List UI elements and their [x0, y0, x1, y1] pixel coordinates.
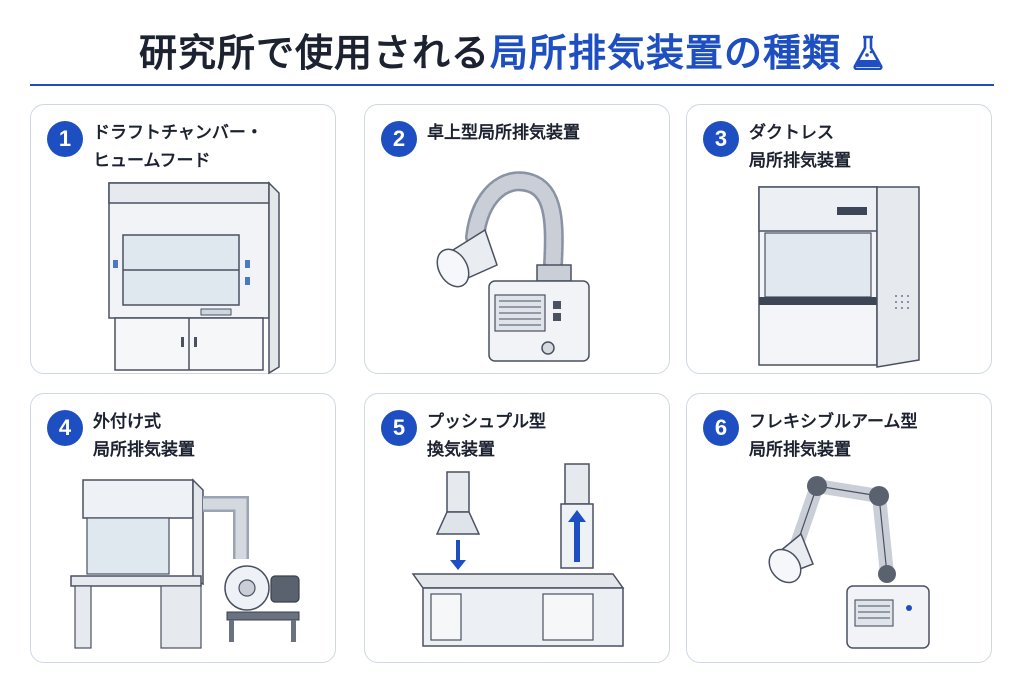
card-number-badge: 5 — [381, 410, 417, 446]
ductless-illustration — [758, 186, 920, 368]
card-label-line1: 卓上型局所排気装置 — [427, 123, 580, 143]
card-number-badge: 6 — [703, 410, 739, 446]
card-label-line2: ヒュームフード — [93, 151, 211, 171]
title-prefix: 研究所で使用される — [138, 31, 490, 75]
card-label-line1: ドラフトチャンバー・ — [93, 123, 263, 143]
card-flexible-arm: 6 フレキシブルアーム型 局所排気装置 — [686, 393, 992, 663]
card-label-line2: 局所排気装置 — [749, 440, 851, 460]
card-ductless: 3 ダクトレス 局所排気装置 — [686, 104, 992, 374]
card-label-line2: 換気装置 — [427, 440, 495, 460]
fume-hood-illustration — [108, 181, 280, 375]
card-label-line1: 外付け式 — [93, 412, 161, 432]
title-accent: 局所排気装置の種類 — [490, 31, 842, 75]
card-number-badge: 3 — [703, 121, 739, 157]
card-external-hood: 4 外付け式 局所排気装置 — [30, 393, 336, 663]
card-fume-hood: 1 ドラフトチャンバー・ ヒュームフード — [30, 104, 336, 375]
card-number-badge: 1 — [47, 121, 83, 157]
card-push-pull: 5 プッシュプル型 換気装置 — [364, 393, 670, 663]
card-label-line1: プッシュプル型 — [427, 412, 546, 432]
card-label-line2: 局所排気装置 — [93, 440, 195, 460]
flexible-arm-illustration — [768, 476, 930, 649]
card-label: フレキシブルアーム型 局所排気装置 — [749, 408, 979, 464]
card-benchtop-exhaust: 2 卓上型局所排気装置 — [364, 104, 670, 374]
push-pull-illustration — [411, 463, 625, 647]
card-label: 外付け式 局所排気装置 — [93, 408, 323, 464]
card-label: ドラフトチャンバー・ ヒュームフード — [93, 119, 323, 175]
card-label-line1: ダクトレス — [749, 123, 834, 143]
flask-icon — [851, 34, 885, 79]
card-label-line1: フレキシブルアーム型 — [749, 412, 918, 432]
card-label: 卓上型局所排気装置 — [427, 119, 657, 147]
external-hood-illustration — [70, 478, 300, 649]
card-label: ダクトレス 局所排気装置 — [749, 119, 979, 175]
page-title: 研究所で使用される局所排気装置の種類 — [0, 22, 1024, 79]
card-label-line2: 局所排気装置 — [749, 151, 851, 171]
benchtop-exhaust-illustration — [436, 171, 590, 362]
card-number-badge: 4 — [47, 410, 83, 446]
card-number-badge: 2 — [381, 121, 417, 157]
title-divider — [30, 84, 994, 86]
card-label: プッシュプル型 換気装置 — [427, 408, 657, 464]
